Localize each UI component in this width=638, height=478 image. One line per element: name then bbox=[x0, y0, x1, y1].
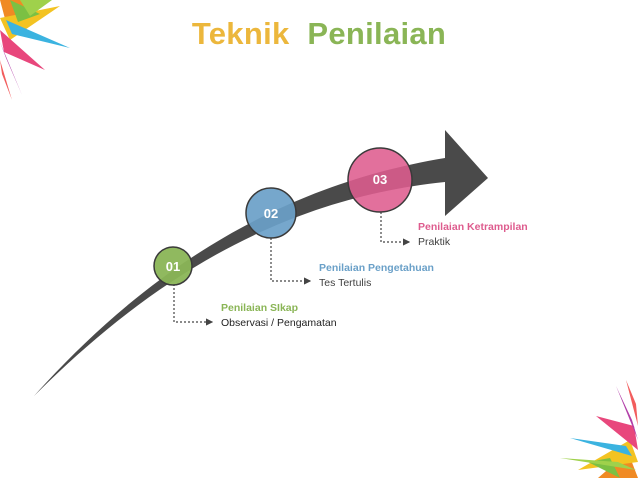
step-number-02: 02 bbox=[264, 206, 278, 221]
page-title: Teknik Penilaian bbox=[0, 16, 638, 52]
top-left-starburst bbox=[0, 0, 70, 100]
step-03-heading: Penilaian Ketrampilan bbox=[418, 221, 528, 233]
step-01-heading: Penilaian SIkap bbox=[221, 302, 299, 314]
title-word-teknik: Teknik bbox=[191, 16, 290, 51]
step-02-heading: Penilaian Pengetahuan bbox=[319, 262, 434, 274]
step-02-detail: Tes Tertulis bbox=[319, 277, 372, 289]
connector-01 bbox=[173, 284, 214, 326]
step-01-detail: Observasi / Pengamatan bbox=[221, 317, 337, 329]
connector-03 bbox=[380, 212, 411, 246]
step-03-detail: Praktik bbox=[418, 236, 451, 248]
connector-02 bbox=[270, 238, 312, 285]
step-circle-03 bbox=[347, 147, 413, 213]
step-circle-02 bbox=[245, 187, 297, 239]
step-number-03: 03 bbox=[373, 172, 387, 187]
step-circle-01 bbox=[153, 246, 193, 286]
title-word-penilaian: Penilaian bbox=[307, 16, 447, 51]
step-number-01: 01 bbox=[166, 259, 180, 274]
bottom-right-starburst bbox=[560, 380, 638, 478]
